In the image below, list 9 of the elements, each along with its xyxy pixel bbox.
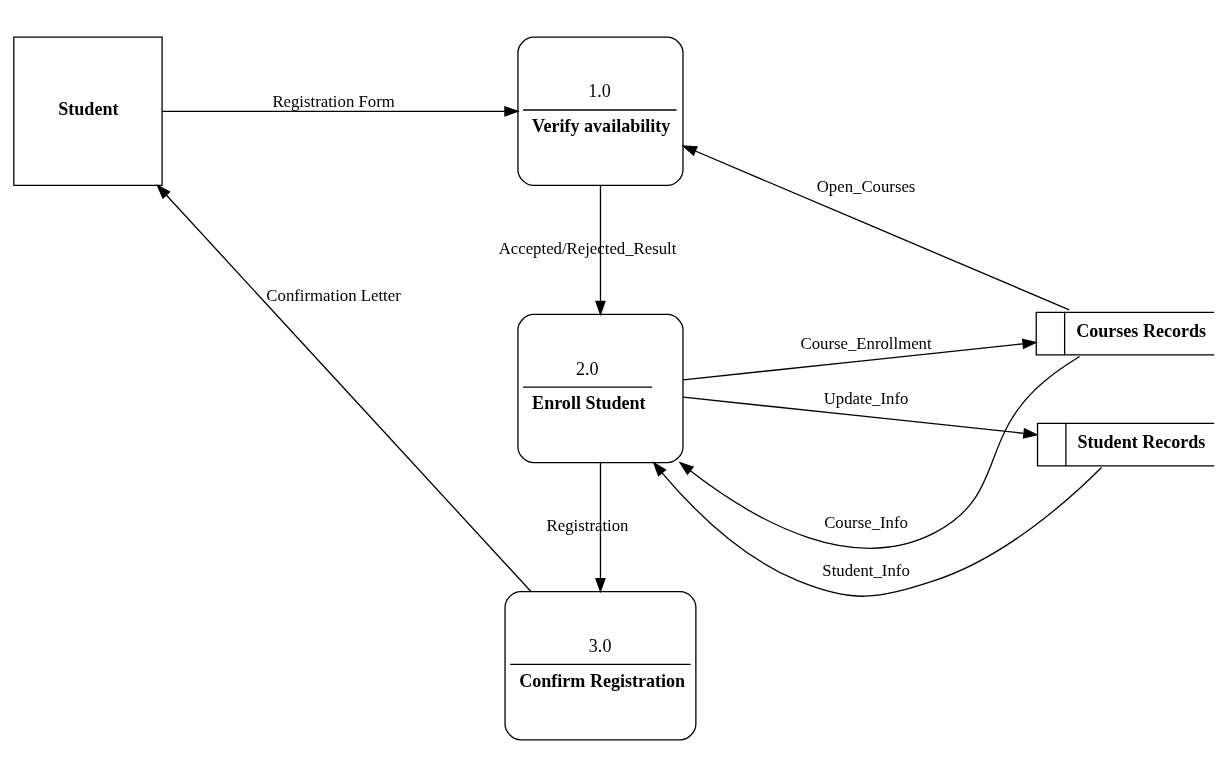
edge-label: Registration Form bbox=[272, 91, 395, 111]
edge-label: Open_Courses bbox=[816, 176, 916, 196]
node-text: Student Records bbox=[1077, 431, 1206, 452]
edge-label: Update_Info bbox=[823, 388, 909, 408]
edge-label: Confirmation Letter bbox=[266, 285, 401, 305]
edge-label: Course_Enrollment bbox=[800, 333, 932, 353]
node-text: Courses Records bbox=[1076, 320, 1207, 341]
edge-label: Student_Info bbox=[822, 560, 910, 580]
edge-label: Course_Info bbox=[824, 512, 908, 532]
